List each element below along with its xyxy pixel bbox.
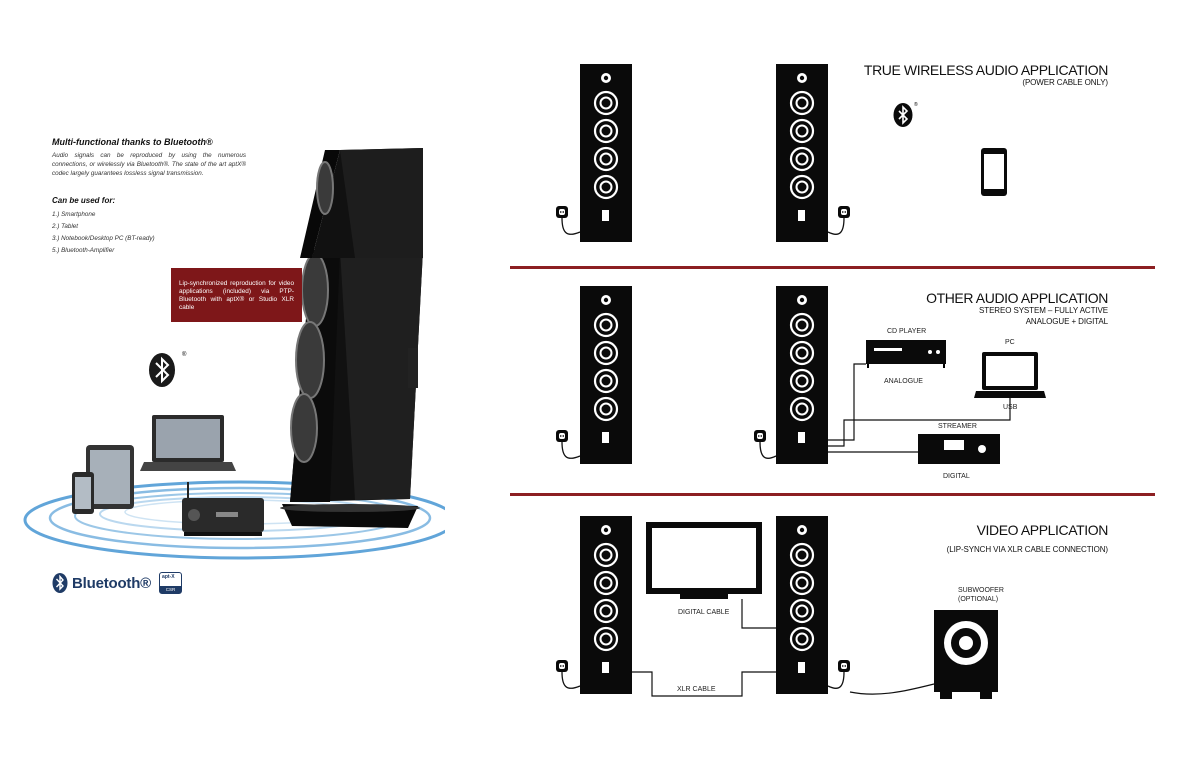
section-subtitle-other-2: ANALOGUE + DIGITAL bbox=[1025, 317, 1108, 326]
usb-label: USB bbox=[1003, 404, 1018, 411]
cd-player-icon bbox=[866, 340, 946, 368]
bluetooth-logo: Bluetooth® apt-X CSR bbox=[52, 572, 183, 594]
signal-cables bbox=[828, 363, 1011, 453]
xlr-cable-label: XLR CABLE bbox=[677, 686, 716, 693]
section-divider bbox=[510, 266, 1155, 269]
list-item: 2.) Tablet bbox=[52, 223, 79, 230]
pc-laptop-icon bbox=[974, 352, 1046, 398]
power-plug-icon bbox=[556, 430, 568, 442]
wireless-waves bbox=[23, 480, 445, 560]
list-item: 1.) Smartphone bbox=[52, 211, 96, 218]
power-cable bbox=[827, 671, 845, 689]
subwoofer-optional-label: (OPTIONAL) bbox=[958, 596, 999, 603]
section-subtitle-video: (LIP-SYNCH VIA XLR CABLE CONNECTION) bbox=[946, 545, 1108, 554]
subwoofer-icon bbox=[934, 610, 998, 699]
registered-mark: ® bbox=[182, 351, 187, 358]
section-title-other: OTHER AUDIO APPLICATION bbox=[926, 290, 1108, 306]
bluetooth-rune-icon bbox=[52, 573, 68, 593]
streamer-icon bbox=[918, 434, 1000, 464]
video-cables bbox=[632, 599, 935, 697]
section-divider bbox=[510, 493, 1155, 496]
list-item: 5.) Bluetooth-Amplifier bbox=[52, 247, 115, 254]
section-title-wireless: TRUE WIRELESS AUDIO APPLICATION bbox=[863, 62, 1108, 78]
section-title-video: VIDEO APPLICATION bbox=[976, 522, 1109, 538]
intro-text: Audio signals can be reproduced by using… bbox=[52, 152, 246, 177]
registered-mark: ® bbox=[914, 101, 918, 108]
aptx-badge: apt-X CSR bbox=[159, 572, 183, 594]
callout-box: Lip-synchronized reproduction for video … bbox=[171, 268, 302, 322]
power-cable bbox=[561, 441, 581, 459]
pc-label: PC bbox=[1005, 339, 1015, 346]
analogue-label: ANALOGUE bbox=[884, 378, 923, 385]
section-subtitle-other-1: STEREO SYSTEM – FULLY ACTIVE bbox=[979, 306, 1108, 315]
power-plug-icon bbox=[754, 430, 766, 442]
video-speaker-right bbox=[774, 514, 830, 696]
digital-label: DIGITAL bbox=[943, 473, 970, 480]
power-cable bbox=[561, 671, 581, 689]
section-subtitle-wireless: (POWER CABLE ONLY) bbox=[1022, 78, 1108, 87]
stereo-speaker-left bbox=[578, 284, 634, 466]
speaker-top bbox=[300, 148, 423, 258]
cd-player-label: CD PLAYER bbox=[887, 328, 927, 335]
power-plug-icon bbox=[838, 206, 850, 218]
tablet-icon bbox=[86, 445, 134, 509]
uses-list: 1.) Smartphone 2.) Tablet 3.) Notebook/D… bbox=[52, 209, 155, 257]
bluetooth-icon bbox=[893, 103, 913, 127]
aptx-label: apt-X bbox=[162, 574, 175, 580]
uses-title: Can be used for: bbox=[52, 196, 116, 205]
laptop-icon bbox=[140, 415, 236, 471]
amplifier-icon bbox=[182, 482, 264, 536]
bluetooth-wordmark: Bluetooth® bbox=[72, 574, 152, 592]
wireless-speaker-left bbox=[578, 62, 634, 244]
power-cable bbox=[561, 217, 581, 235]
power-cable bbox=[827, 217, 845, 235]
power-cable bbox=[759, 441, 777, 459]
smartphone-icon bbox=[981, 148, 1007, 196]
csr-label: CSR bbox=[160, 586, 182, 593]
power-plug-icon bbox=[838, 660, 850, 672]
subwoofer-label: SUBWOOFER bbox=[958, 587, 1004, 594]
intro-title: Multi-functional thanks to Bluetooth® bbox=[52, 137, 213, 147]
bluetooth-illustration: ® bbox=[23, 250, 445, 560]
wireless-speaker-right bbox=[774, 62, 830, 244]
streamer-label: STREAMER bbox=[938, 423, 977, 430]
video-speaker-left bbox=[578, 514, 634, 696]
stereo-speaker-right bbox=[774, 284, 830, 466]
smartphone-icon bbox=[72, 472, 94, 514]
television-icon bbox=[646, 522, 762, 599]
speaker-illustration bbox=[280, 250, 423, 528]
list-item: 3.) Notebook/Desktop PC (BT-ready) bbox=[52, 235, 155, 242]
bluetooth-icon bbox=[149, 353, 175, 387]
power-plug-icon bbox=[556, 660, 568, 672]
digital-cable-label: DIGITAL CABLE bbox=[678, 609, 730, 616]
power-plug-icon bbox=[556, 206, 568, 218]
